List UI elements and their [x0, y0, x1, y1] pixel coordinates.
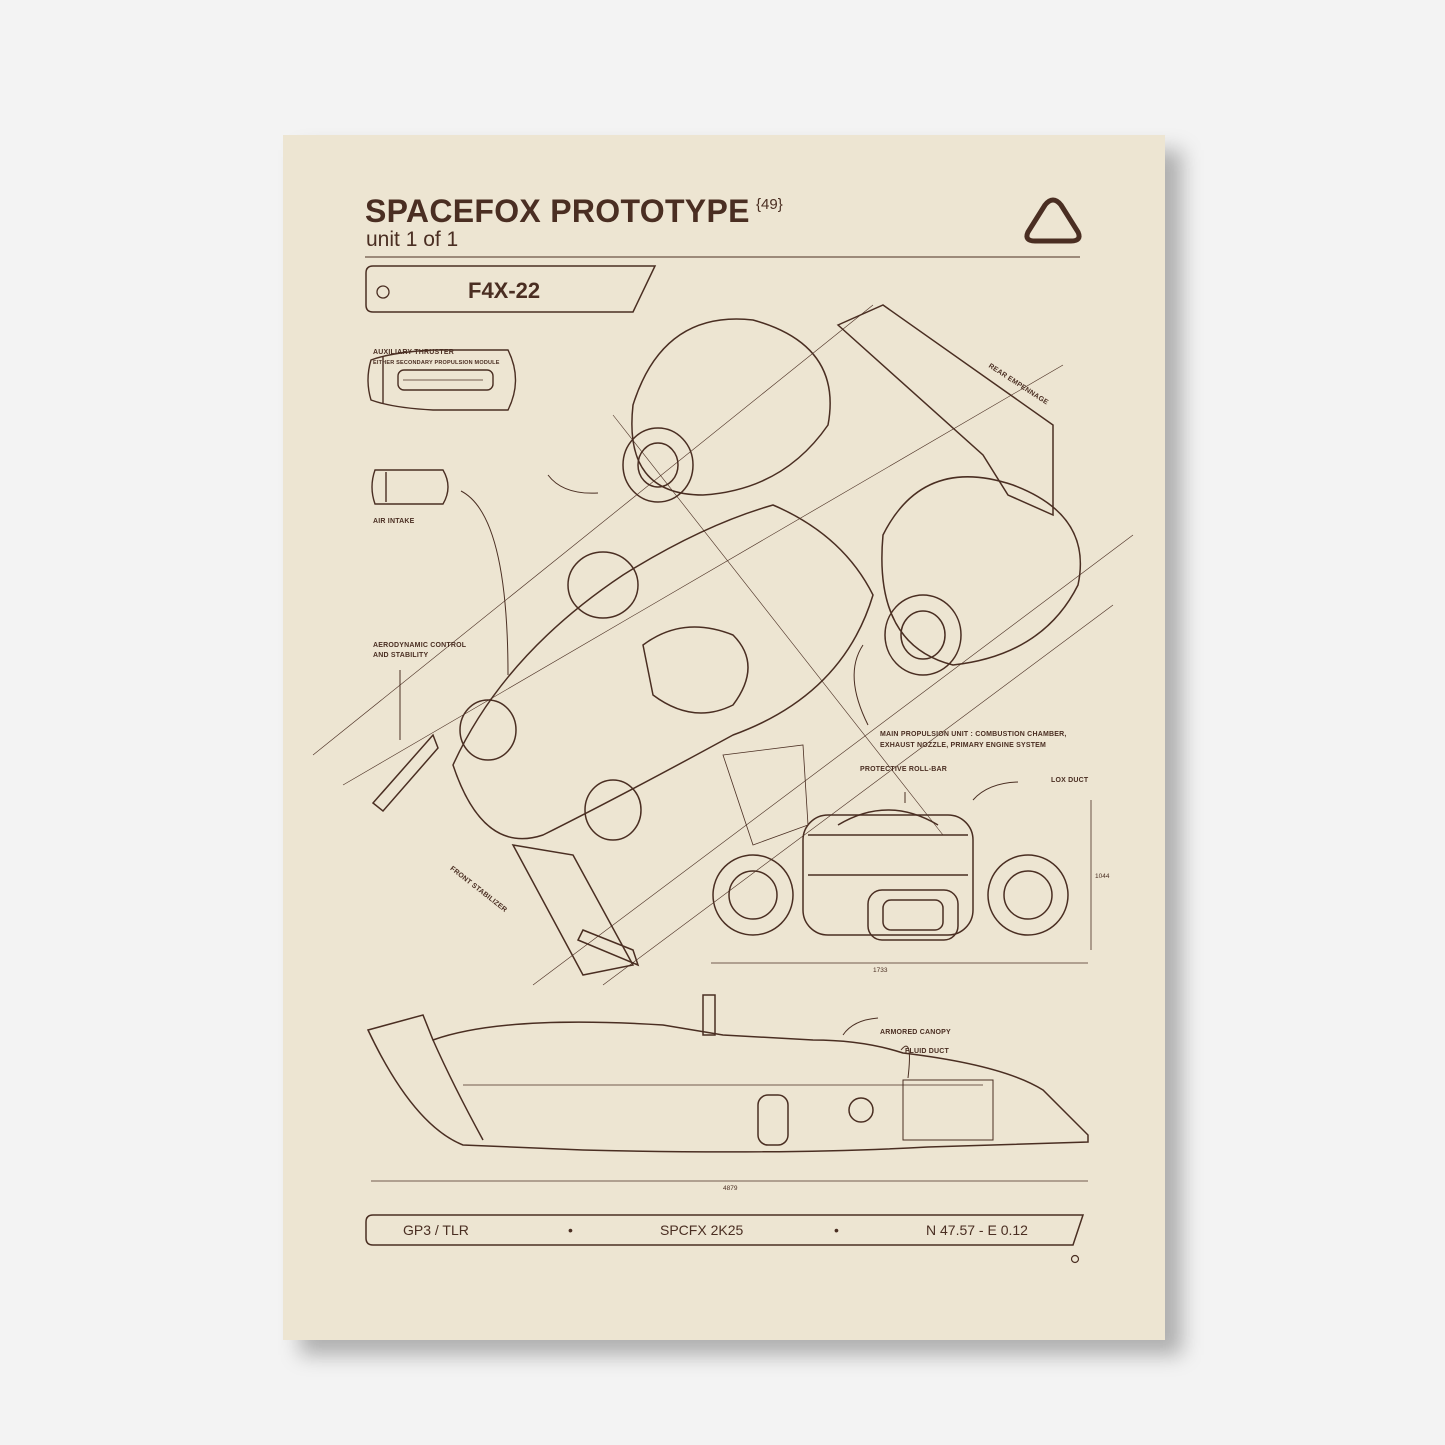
footer-series: GP3 / TLR	[403, 1222, 469, 1238]
label-fluid-duct: FLUID DUCT	[905, 1048, 949, 1055]
label-roll-bar: PROTECTIVE ROLL-BAR	[860, 766, 948, 773]
dimension-width: 1733	[873, 967, 888, 974]
side-view-drawing	[366, 994, 1089, 1153]
label-aero-1: AERODYNAMIC CONTROL	[373, 642, 467, 649]
poster-title: SPACEFOX PROTOTYPE	[365, 193, 750, 229]
label-aero-2: AND STABILITY	[373, 652, 429, 659]
dimension-lines	[371, 800, 1092, 1182]
footer-code: SPCFX 2K25	[660, 1222, 744, 1238]
label-armored-canopy: ARMORED CANOPY	[880, 1029, 951, 1036]
label-aux-thruster: AUXILIARY THRUSTER	[373, 349, 454, 356]
logo-icon	[1024, 197, 1082, 244]
unit-count: unit 1 of 1	[366, 228, 459, 251]
isometric-car-drawing	[371, 304, 1082, 976]
label-main-propulsion-2: EXHAUST NOZZLE, PRIMARY ENGINE SYSTEM	[880, 742, 1047, 749]
blueprint-poster: SPACEFOX PROTOTYPE {49} unit 1 of 1 F4X-…	[283, 135, 1165, 1340]
label-aux-thruster-desc: EITHER SECONDARY PROPULSION MODULE	[373, 360, 500, 366]
label-lox-duct: LOX DUCT	[1051, 777, 1089, 784]
front-view-drawing	[712, 809, 1069, 941]
footer-separator: •	[834, 1222, 839, 1238]
dimension-height: 1044	[1095, 873, 1110, 880]
label-main-propulsion-1: MAIN PROPULSION UNIT : COMBUSTION CHAMBE…	[880, 731, 1067, 738]
air-intake-drawing	[371, 469, 449, 505]
leader-lines	[399, 474, 1019, 1079]
dimension-length: 4879	[723, 1185, 738, 1192]
footer-plate	[365, 1214, 1085, 1246]
model-plate	[365, 265, 657, 313]
model-code: F4X-22	[468, 278, 541, 303]
label-air-intake: AIR INTAKE	[373, 518, 415, 525]
edition-number: {49}	[756, 196, 783, 213]
footer-separator: •	[568, 1222, 573, 1238]
blueprint-drawing	[312, 197, 1134, 1264]
footer-coordinates: N 47.57 - E 0.12	[926, 1222, 1028, 1238]
auxiliary-thruster-drawing	[367, 349, 517, 411]
